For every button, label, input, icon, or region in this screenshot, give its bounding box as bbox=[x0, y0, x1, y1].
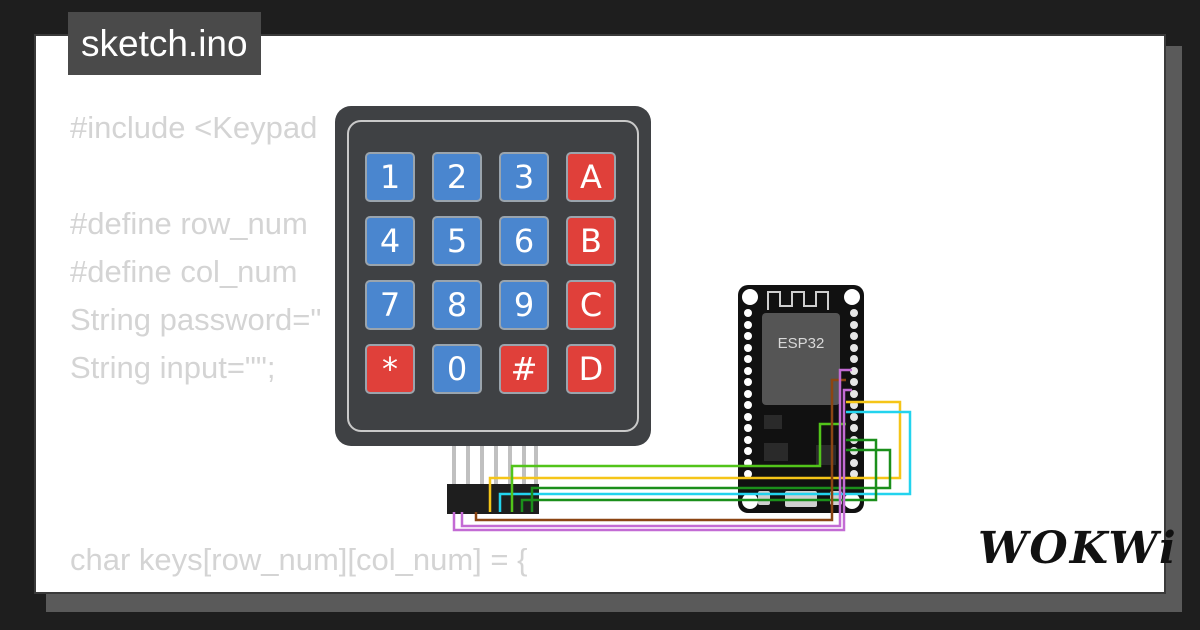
keypad-key[interactable]: 9 bbox=[499, 280, 549, 330]
keypad-key[interactable]: 1 bbox=[365, 152, 415, 202]
keypad-key[interactable]: 2 bbox=[432, 152, 482, 202]
gpio-pin[interactable] bbox=[850, 401, 858, 409]
keypad-key[interactable]: C bbox=[566, 280, 616, 330]
gpio-pin[interactable] bbox=[850, 435, 858, 444]
keypad-key[interactable]: A bbox=[566, 152, 616, 202]
esp32-board[interactable]: ESP32 bbox=[738, 285, 864, 513]
gpio-pin[interactable] bbox=[744, 389, 752, 398]
gpio-pin[interactable] bbox=[850, 424, 858, 432]
gpio-pin[interactable] bbox=[850, 447, 858, 455]
boot-button[interactable] bbox=[758, 491, 770, 505]
gpio-pin[interactable] bbox=[744, 447, 752, 455]
gpio-pin[interactable] bbox=[744, 401, 752, 409]
gpio-pin[interactable] bbox=[744, 332, 752, 340]
header-pin bbox=[452, 446, 456, 486]
keypad-key[interactable]: D bbox=[566, 344, 616, 394]
chip bbox=[764, 415, 782, 429]
usb-port bbox=[785, 491, 817, 507]
gpio-pin[interactable] bbox=[850, 378, 858, 386]
header-pin bbox=[466, 446, 470, 486]
gpio-pin[interactable] bbox=[744, 343, 752, 352]
header-pin bbox=[508, 446, 512, 486]
chip bbox=[816, 445, 836, 465]
esp32-module: ESP32 bbox=[762, 313, 840, 405]
keypad-key[interactable]: 5 bbox=[432, 216, 482, 266]
gpio-pin[interactable] bbox=[850, 332, 858, 340]
chip bbox=[764, 443, 788, 461]
keypad-key[interactable]: 3 bbox=[499, 152, 549, 202]
keypad-key[interactable]: 7 bbox=[365, 280, 415, 330]
code-line: {'1','2','3','A'}, bbox=[70, 584, 527, 592]
keypad-key[interactable]: B bbox=[566, 216, 616, 266]
code-preview: #include <Keypad #define row_num #define c… bbox=[70, 104, 528, 592]
gpio-pin[interactable] bbox=[744, 424, 752, 432]
code-line: String input=""; bbox=[70, 350, 276, 385]
gpio-pin[interactable] bbox=[744, 470, 752, 478]
keypad-connector bbox=[447, 484, 539, 514]
keypad-key[interactable]: # bbox=[499, 344, 549, 394]
gpio-pin[interactable] bbox=[850, 355, 858, 363]
keypad-key[interactable]: 4 bbox=[365, 216, 415, 266]
gpio-pin[interactable] bbox=[850, 412, 858, 421]
code-line: String password=" bbox=[70, 302, 322, 337]
keypad-key[interactable]: 8 bbox=[432, 280, 482, 330]
antenna-trace-icon bbox=[767, 291, 829, 310]
gpio-pin[interactable] bbox=[744, 366, 752, 375]
chip-label: ESP32 bbox=[777, 335, 825, 352]
header-pin bbox=[534, 446, 538, 486]
keypad-key[interactable]: 0 bbox=[432, 344, 482, 394]
code-line: #include <Keypad bbox=[70, 110, 318, 145]
gpio-pin[interactable] bbox=[850, 309, 858, 317]
header-pin bbox=[480, 446, 484, 486]
reset-button[interactable] bbox=[830, 491, 842, 505]
code-line: char keys[row_num][col_num] = { bbox=[70, 542, 528, 577]
gpio-pin[interactable] bbox=[850, 470, 858, 478]
mount-hole bbox=[742, 493, 758, 509]
gpio-pin[interactable] bbox=[744, 309, 752, 317]
mount-hole bbox=[844, 289, 860, 305]
keypad-key[interactable]: 6 bbox=[499, 216, 549, 266]
code-line: #define row_num bbox=[70, 206, 308, 241]
gpio-pin[interactable] bbox=[744, 435, 752, 444]
gpio-pin[interactable] bbox=[850, 458, 858, 467]
gpio-pin[interactable] bbox=[744, 355, 752, 363]
filename-tab[interactable]: sketch.ino bbox=[68, 12, 261, 75]
gpio-pin[interactable] bbox=[744, 320, 752, 329]
mount-hole bbox=[844, 493, 860, 509]
header-pin bbox=[494, 446, 498, 486]
header-pin bbox=[522, 446, 526, 486]
wokwi-logo: WOKWi bbox=[978, 523, 1178, 574]
gpio-pin[interactable] bbox=[744, 412, 752, 421]
code-line: #define col_num bbox=[70, 254, 298, 289]
gpio-pin[interactable] bbox=[744, 378, 752, 386]
gpio-pin[interactable] bbox=[744, 458, 752, 467]
keypad-key[interactable]: * bbox=[365, 344, 415, 394]
gpio-pin[interactable] bbox=[850, 343, 858, 352]
code-line bbox=[70, 440, 527, 488]
mount-hole bbox=[742, 289, 758, 305]
gpio-pin[interactable] bbox=[850, 389, 858, 398]
gpio-pin[interactable] bbox=[850, 366, 858, 375]
gpio-pin[interactable] bbox=[850, 320, 858, 329]
